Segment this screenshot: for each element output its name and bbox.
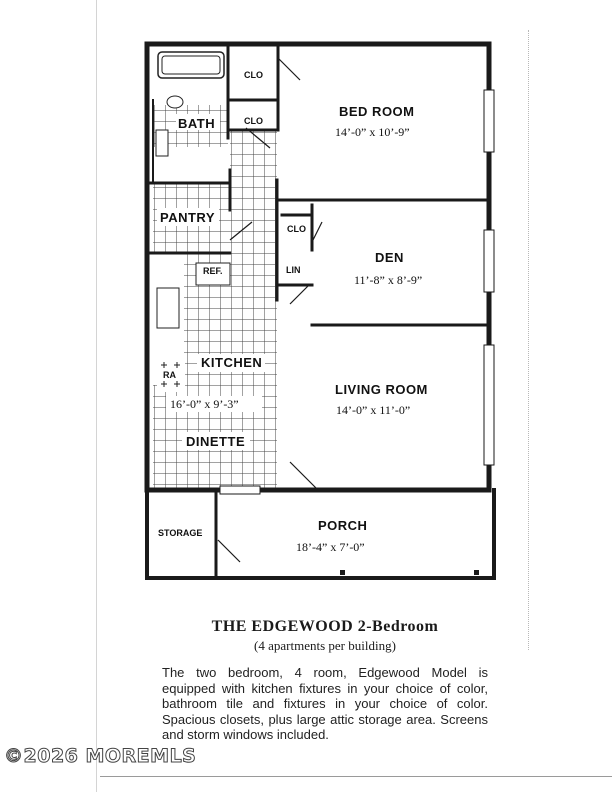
kitchen-dims-bg (166, 396, 262, 412)
kitchen-dimensions: 16’-0” x 9’-3” (170, 397, 239, 411)
sheet-edge (96, 0, 97, 792)
pantry-label-bg (157, 208, 219, 226)
range-label: RA (163, 370, 176, 380)
porch-dimensions: 18’-4” x 7’-0” (296, 540, 365, 554)
den-label: DEN (375, 250, 404, 265)
bath-label: BATH (178, 116, 215, 131)
model-title: THE EDGEWOOD 2-Bedroom (211, 618, 439, 635)
closet-label: CLO (287, 224, 306, 234)
storage-label: STORAGE (158, 528, 202, 538)
sink (156, 287, 180, 329)
windows (219, 89, 495, 495)
dinette-label: DINETTE (186, 434, 245, 449)
walls (144, 41, 496, 580)
kitchen-label: KITCHEN (201, 355, 262, 370)
refrigerator-label: REF. (203, 266, 223, 276)
den-dimensions: 11’-8” x 8’-9” (354, 273, 422, 287)
dinette-label-bg (182, 432, 250, 450)
copyright-watermark: ©2026 MOREMLS (3, 745, 197, 768)
range-bg (157, 358, 185, 392)
linen-closet-label: LIN (286, 265, 301, 275)
floor-plan: CLO CLO BATH BED ROOM 14’-0” x 10’-9” PA… (144, 41, 496, 580)
kitchen-label-bg (197, 354, 265, 372)
bath-label-bg (176, 114, 220, 130)
porch-label: PORCH (318, 518, 367, 533)
model-subtitle: (4 apartments per building) (254, 638, 396, 653)
door-swings (217, 57, 323, 563)
bedroom-label: BED ROOM (339, 104, 415, 119)
refrigerator (195, 262, 231, 286)
range-burners-icon (161, 362, 180, 387)
bottom-rule (100, 776, 612, 777)
porch-post (340, 570, 345, 575)
living-room-label: LIVING ROOM (335, 382, 428, 397)
living-room-dimensions: 14’-0” x 11’-0” (336, 403, 410, 417)
bedroom-dimensions: 14’-0” x 10’-9” (335, 125, 410, 139)
bath-fixtures (155, 51, 225, 157)
sheet-edge-dotted (528, 30, 530, 650)
closet-label: CLO (244, 70, 263, 80)
porch-post (474, 570, 479, 575)
pantry-label: PANTRY (160, 210, 215, 225)
model-description: The two bedroom, 4 room, Edgewood Model … (162, 665, 488, 742)
closet-label: CLO (244, 116, 263, 126)
